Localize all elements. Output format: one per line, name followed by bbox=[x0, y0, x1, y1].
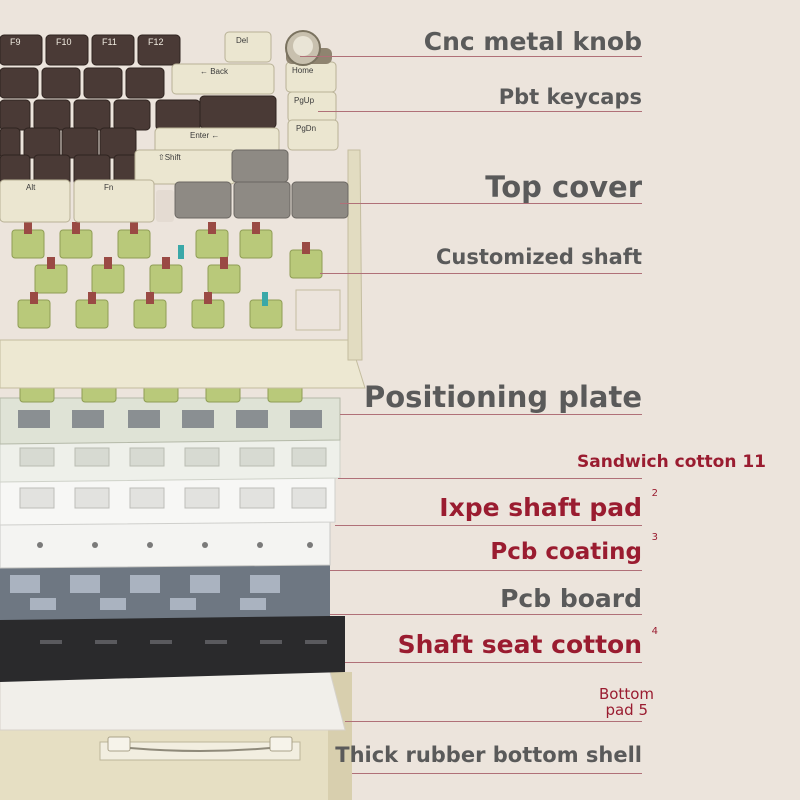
leader-line bbox=[338, 478, 642, 479]
key-legend: ← Back bbox=[200, 67, 229, 76]
leader-line bbox=[318, 111, 642, 112]
label-pcb-coating: Pcb coating bbox=[490, 539, 642, 565]
key-legend: F9 bbox=[10, 37, 21, 47]
key-legend: Enter ← bbox=[190, 131, 219, 140]
switches bbox=[11, 222, 323, 329]
leader-line bbox=[345, 662, 642, 663]
bottom-pad bbox=[0, 671, 346, 731]
leader-line bbox=[340, 414, 642, 415]
label-ixpe-shaft-pad: Ixpe shaft pad bbox=[439, 495, 642, 520]
label-ixpe-text: Ixpe shaft pad bbox=[439, 493, 642, 522]
label-sandwich-cotton: Sandwich cotton 11 bbox=[577, 452, 766, 472]
top-cover bbox=[0, 149, 366, 389]
key-legend: F12 bbox=[148, 37, 164, 47]
label-bottom-pad-line-1: Bottom bbox=[598, 685, 654, 703]
sandwich-cotton bbox=[0, 439, 341, 483]
leader-line bbox=[352, 773, 642, 774]
leader-line bbox=[300, 56, 642, 57]
label-pcb-coating-number: 3 bbox=[651, 532, 658, 543]
leader-line bbox=[330, 614, 642, 615]
pcb-board bbox=[0, 565, 330, 620]
label-shaft-seat-cotton: Shaft seat cotton bbox=[397, 630, 642, 659]
key-legend: PgDn bbox=[296, 124, 316, 133]
shaft-seat-cotton bbox=[0, 616, 345, 682]
label-cnc-metal-knob: Cnc metal knob bbox=[423, 27, 642, 56]
leader-line bbox=[345, 721, 642, 722]
label-pbt-keycaps: Pbt keycaps bbox=[498, 85, 642, 109]
keycaps bbox=[0, 31, 349, 223]
label-positioning-plate: Positioning plate bbox=[364, 380, 642, 414]
leader-line bbox=[340, 203, 642, 204]
label-pcb-board: Pcb board bbox=[500, 584, 642, 613]
key-legend: ⇧Shift bbox=[158, 153, 181, 162]
key-legend: Fn bbox=[104, 183, 113, 192]
positioning-plate bbox=[0, 397, 341, 445]
key-legend: PgUp bbox=[294, 96, 315, 105]
label-thick-rubber-bottom-shell: Thick rubber bottom shell bbox=[335, 743, 642, 767]
knob-icon bbox=[285, 30, 332, 66]
label-customized-shaft: Customized shaft bbox=[435, 245, 642, 269]
leader-line bbox=[320, 273, 642, 274]
label-shaft-seat-number: 4 bbox=[651, 626, 658, 637]
label-top-cover: Top cover bbox=[485, 170, 642, 204]
leader-line bbox=[330, 570, 642, 571]
key-legend: Home bbox=[292, 66, 314, 75]
ixpe-shaft-pad bbox=[0, 477, 336, 526]
key-legend: Del bbox=[236, 36, 248, 45]
leader-line bbox=[335, 525, 642, 526]
key-legend: F10 bbox=[56, 37, 72, 47]
label-ixpe-number: 2 bbox=[651, 488, 658, 499]
key-legend: F11 bbox=[102, 37, 117, 47]
key-legend: Alt bbox=[26, 183, 36, 192]
label-bottom-pad-line-2: pad 5 bbox=[605, 701, 648, 719]
pcb-coating bbox=[0, 521, 331, 569]
